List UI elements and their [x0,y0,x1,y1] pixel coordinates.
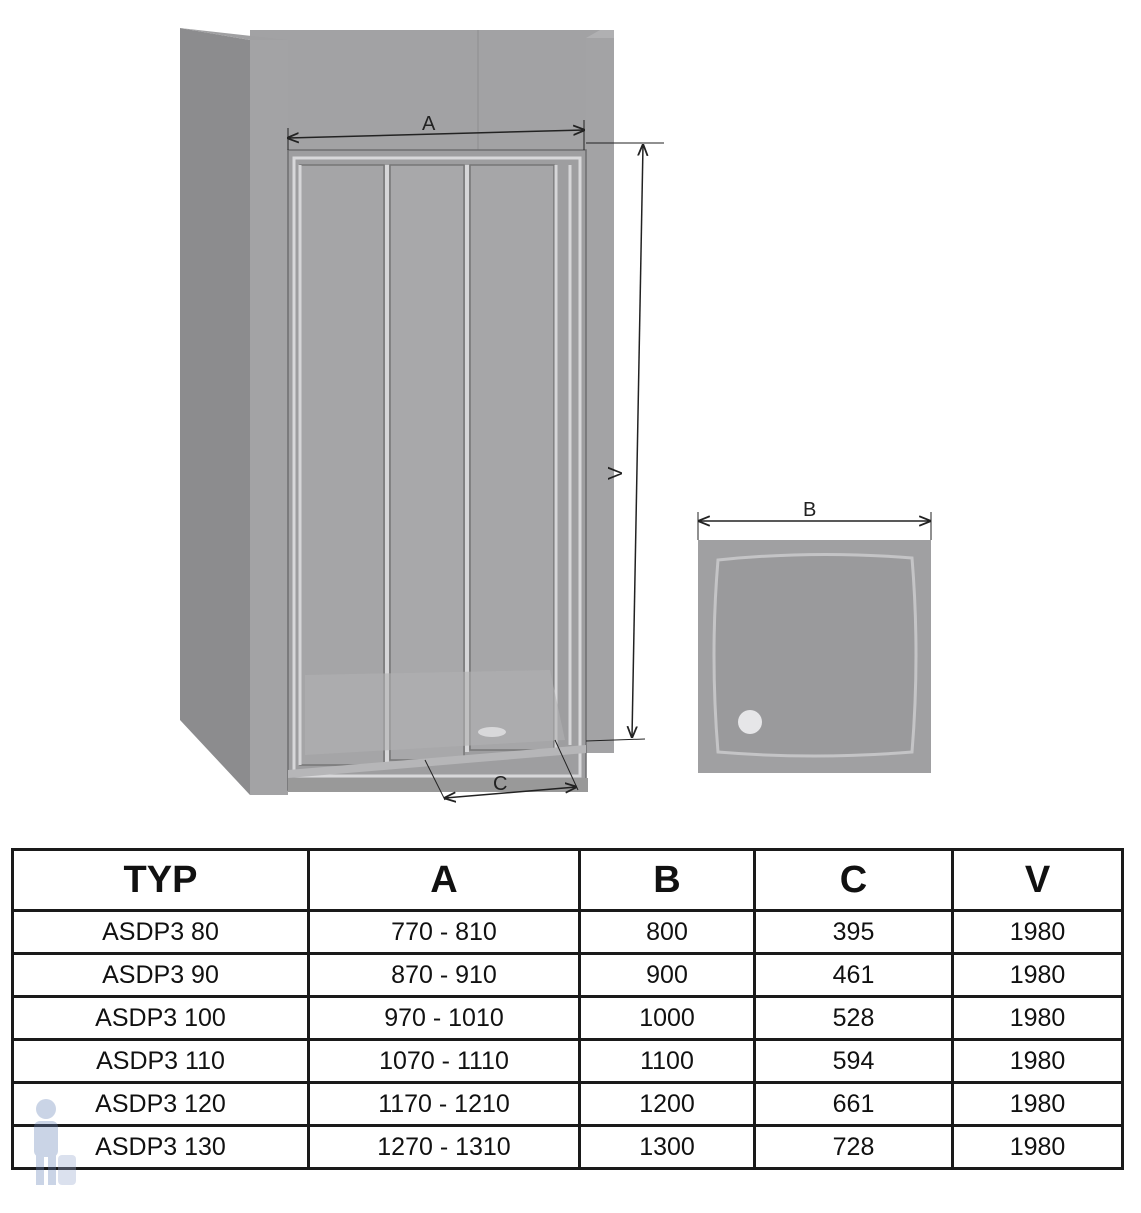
table-row: ASDP3 110 1070 - 1110 1100 594 1980 [11,1038,1124,1084]
shower-enclosure [180,28,614,795]
dimension-b-label: B [803,499,816,521]
table-row: ASDP3 120 1170 - 1210 1200 661 1980 [11,1081,1124,1127]
cell-a: 870 - 910 [307,952,581,998]
cell-b: 1300 [578,1124,756,1170]
cell-a: 770 - 810 [307,909,581,955]
header-b: B [578,848,756,912]
plumber-watermark-icon [34,1099,76,1185]
cell-v: 1980 [951,1081,1124,1127]
cell-c: 461 [753,952,954,998]
header-v: V [951,848,1124,912]
dimensions-table: TYP A B C V ASDP3 80 770 - 810 800 395 1… [11,848,1124,1170]
dimension-v: V [585,142,664,742]
header-typ: TYP [11,848,310,912]
door-panel-middle [389,164,465,761]
table-row: ASDP3 130 1270 - 1310 1300 728 1980 [11,1124,1124,1170]
cell-b: 900 [578,952,756,998]
left-wall-side [180,28,250,795]
dimension-a-label: A [422,113,436,135]
tray-basin [712,552,918,758]
cell-c: 661 [753,1081,954,1127]
cell-v: 1980 [951,952,1124,998]
cell-b: 1200 [578,1081,756,1127]
cell-a: 970 - 1010 [307,995,581,1041]
cell-c: 728 [753,1124,954,1170]
table-row: ASDP3 90 870 - 910 900 461 1980 [11,952,1124,998]
cell-typ: ASDP3 80 [11,909,310,955]
cell-v: 1980 [951,909,1124,955]
dimension-c-label: C [493,773,507,795]
table-row: ASDP3 100 970 - 1010 1000 528 1980 [11,995,1124,1041]
cell-typ: ASDP3 110 [11,1038,310,1084]
dimension-b: B [697,499,932,540]
door-panel-right [469,164,555,751]
cell-b: 800 [578,909,756,955]
cell-a: 1270 - 1310 [307,1124,581,1170]
cell-typ: ASDP3 100 [11,995,310,1041]
header-a: A [307,848,581,912]
shower-tray [698,540,931,773]
cell-v: 1980 [951,1124,1124,1170]
table-row: ASDP3 80 770 - 810 800 395 1980 [11,909,1124,955]
cell-v: 1980 [951,995,1124,1041]
cell-typ: ASDP3 130 [11,1124,310,1170]
cell-c: 594 [753,1038,954,1084]
cell-c: 395 [753,909,954,955]
right-wall [586,38,614,753]
cell-a: 1070 - 1110 [307,1038,581,1084]
shower-door-diagram: A V C B [180,28,932,830]
drain-icon [738,710,762,734]
door-panel-left [299,164,385,766]
dimension-a: A [288,113,584,150]
cell-v: 1980 [951,1038,1124,1084]
cell-b: 1100 [578,1038,756,1084]
header-c: C [753,848,954,912]
cell-typ: ASDP3 90 [11,952,310,998]
dimension-v-label: V [605,466,627,480]
cell-c: 528 [753,995,954,1041]
cell-a: 1170 - 1210 [307,1081,581,1127]
cell-typ: ASDP3 120 [11,1081,310,1127]
table-header-row: TYP A B C V [11,848,1124,912]
cell-b: 1000 [578,995,756,1041]
dimension-c: C [424,739,579,800]
